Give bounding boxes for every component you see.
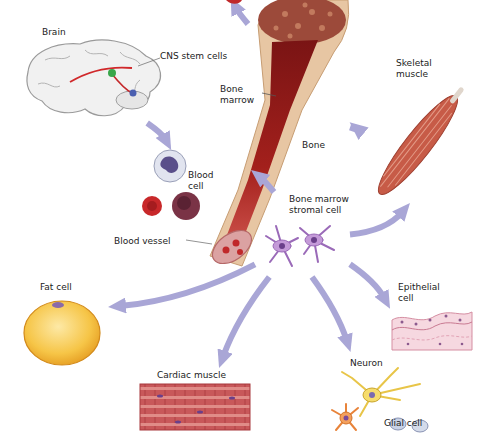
brain-drawing <box>27 40 161 116</box>
cell-group: Epithelial cell <box>390 280 475 352</box>
cell-label: Glial cell <box>384 418 434 429</box>
cell-group: NeuronGlial cell <box>298 352 448 433</box>
cell-label: Fat cell <box>40 282 90 293</box>
blood-vessel-drawing <box>186 224 257 271</box>
epithelial-drawing <box>392 312 472 350</box>
cell-label: Blood vessel <box>114 236 186 247</box>
differentiation-arrow <box>147 123 165 139</box>
cell-label: Bone marrow stromal cell <box>289 194 349 216</box>
cell-group: Blood vessel <box>110 230 250 264</box>
cell-group: Blood cell <box>140 150 218 228</box>
differentiation-arrow <box>261 177 275 192</box>
cell-label: Neuron <box>350 358 395 369</box>
differentiation-arrow <box>312 277 347 341</box>
cell-label: Skeletal muscle <box>396 58 446 80</box>
cell-group: Cardiac muscle <box>135 368 255 433</box>
cell-group: Fat cell <box>18 280 108 370</box>
differentiation-arrow <box>120 264 255 306</box>
bone-drawing <box>210 0 349 266</box>
differentiation-arrow <box>350 264 384 298</box>
cell-label: CNS stem cells <box>160 51 234 62</box>
cell-label: Epithelial cell <box>398 282 448 304</box>
cell-label: Cardiac muscle <box>157 370 237 381</box>
cell-label: Blood cell <box>188 170 218 192</box>
skeletal-muscle-drawing <box>370 82 472 202</box>
cell-group: Skeletal muscle <box>368 58 473 203</box>
differentiation-arrow <box>223 277 269 357</box>
differentiation-arrow <box>350 128 359 131</box>
differentiation-arrow <box>350 212 402 234</box>
cardiac-muscle-drawing <box>140 384 250 430</box>
fat-cell-drawing <box>24 301 100 365</box>
cell-label: Bone <box>302 140 342 151</box>
cell-group: Bone marrowBone <box>218 0 350 170</box>
cell-label: Brain <box>42 27 82 38</box>
stromal-cells-drawing <box>266 226 334 266</box>
cell-group: Bone marrow stromal cell <box>255 192 350 277</box>
cell-group: BrainCNS stem cells <box>20 25 232 123</box>
cell-label: Bone marrow <box>220 84 262 106</box>
